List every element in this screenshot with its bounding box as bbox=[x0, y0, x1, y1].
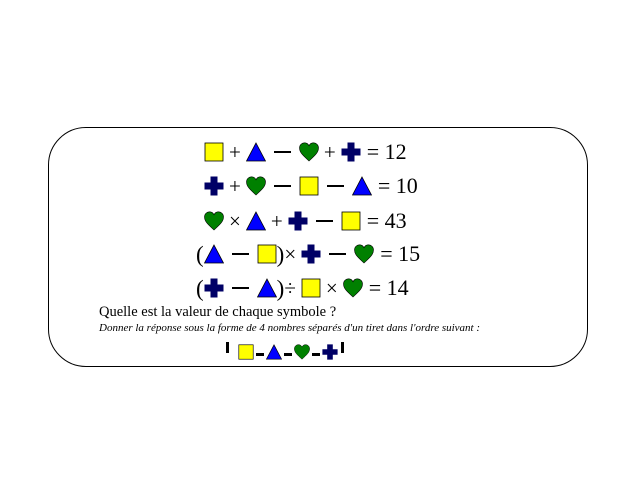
equation-result: = 12 bbox=[366, 139, 407, 164]
heart-icon bbox=[343, 278, 363, 298]
close-paren: ) bbox=[276, 275, 285, 301]
minus-operator bbox=[315, 219, 333, 223]
square-icon bbox=[301, 278, 321, 298]
close-paren: ) bbox=[276, 241, 285, 267]
cross-icon bbox=[204, 176, 224, 196]
square-icon bbox=[341, 211, 361, 231]
dash-separator bbox=[284, 353, 292, 356]
dash-separator bbox=[256, 353, 264, 356]
triangle-icon bbox=[352, 176, 372, 196]
answer-format bbox=[226, 339, 344, 365]
heart-icon bbox=[246, 176, 266, 196]
equation-5: ( ) ÷ × = 14 bbox=[0, 273, 640, 303]
equation-1: + + = 12 bbox=[0, 137, 640, 167]
equation-2: + = 10 bbox=[0, 171, 640, 201]
equation-result: = 10 bbox=[377, 173, 418, 198]
heart-icon bbox=[299, 142, 319, 162]
minus-operator bbox=[326, 184, 344, 188]
cross-icon bbox=[301, 244, 321, 264]
close-quote-mark bbox=[341, 341, 344, 353]
square-icon bbox=[204, 142, 224, 162]
triangle-icon bbox=[204, 244, 224, 264]
plus-operator: + bbox=[229, 173, 241, 198]
minus-operator bbox=[329, 252, 347, 256]
cross-icon bbox=[288, 211, 308, 231]
triangle-icon bbox=[246, 142, 266, 162]
equation-result: = 15 bbox=[380, 241, 421, 266]
plus-operator: + bbox=[323, 139, 336, 164]
minus-operator bbox=[231, 286, 249, 290]
equation-3: × + = 43 bbox=[0, 206, 640, 236]
square-icon bbox=[299, 176, 319, 196]
equation-4: ( ) × = 15 bbox=[0, 239, 640, 269]
times-operator: × bbox=[229, 208, 241, 233]
square-icon bbox=[257, 244, 277, 264]
heart-icon bbox=[294, 344, 310, 360]
square-icon bbox=[238, 344, 254, 360]
cross-icon bbox=[204, 278, 224, 298]
open-paren: ( bbox=[196, 241, 204, 267]
divide-operator: ÷ bbox=[284, 275, 296, 300]
equation-result: = 14 bbox=[368, 275, 409, 300]
question-text: Quelle est la valeur de chaque symbole ? bbox=[99, 304, 337, 320]
minus-operator bbox=[273, 184, 291, 188]
instruction-text: Donner la réponse sous la forme de 4 nom… bbox=[99, 322, 481, 334]
open-paren: ( bbox=[196, 275, 204, 301]
cross-icon bbox=[322, 344, 338, 360]
minus-operator bbox=[273, 150, 291, 154]
times-operator: × bbox=[325, 275, 338, 300]
plus-operator: + bbox=[229, 139, 241, 164]
plus-operator: + bbox=[270, 208, 283, 233]
triangle-icon bbox=[266, 344, 282, 360]
puzzle-card bbox=[48, 127, 588, 367]
minus-operator bbox=[231, 252, 249, 256]
cross-icon bbox=[341, 142, 361, 162]
heart-icon bbox=[204, 211, 224, 231]
dash-separator bbox=[312, 353, 320, 356]
heart-icon bbox=[354, 244, 374, 264]
open-quote-mark bbox=[226, 341, 229, 353]
times-operator: × bbox=[284, 241, 297, 266]
triangle-icon bbox=[257, 278, 277, 298]
triangle-icon bbox=[246, 211, 266, 231]
equation-result: = 43 bbox=[366, 208, 407, 233]
